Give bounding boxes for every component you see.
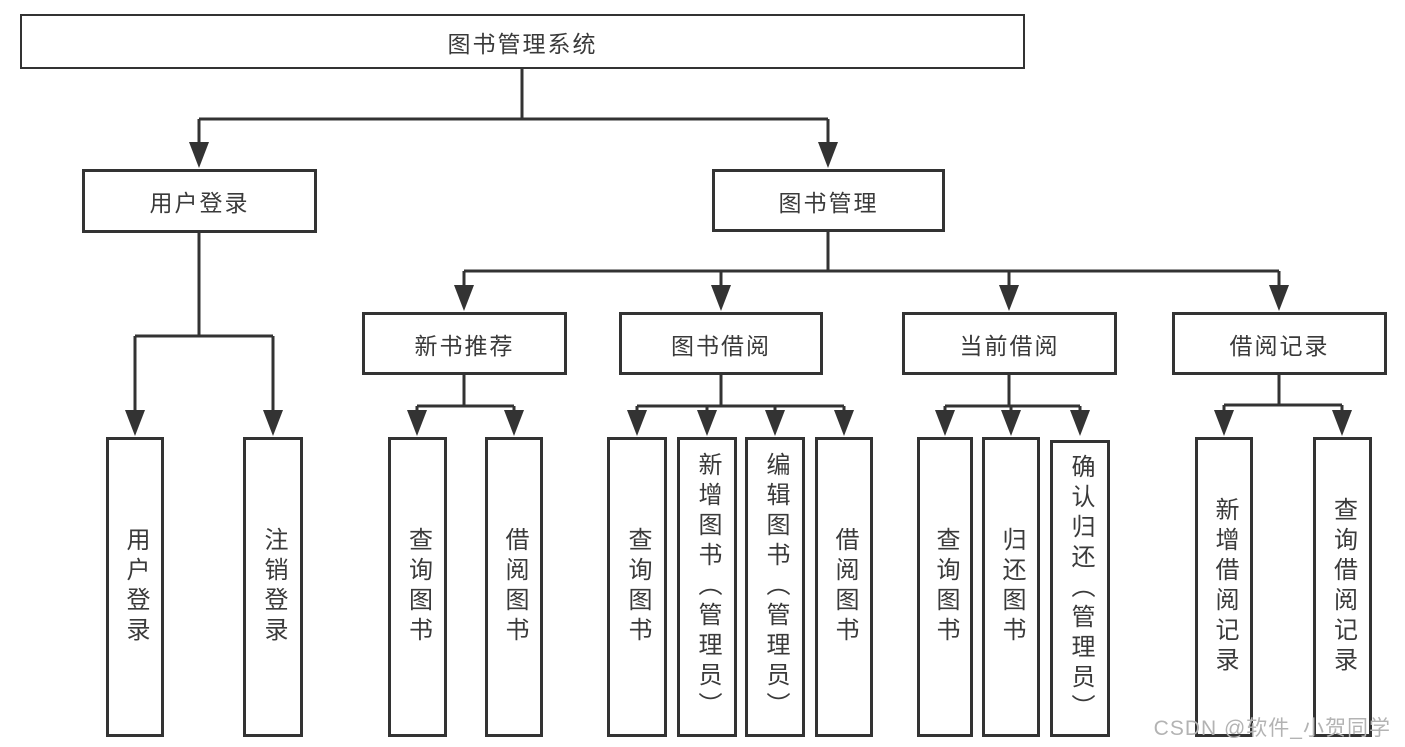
node-library-management-system: 图书管理系统	[20, 14, 1025, 69]
node-label: 当前借阅	[959, 332, 1060, 359]
arrowheads-book-borrow-children	[627, 410, 854, 436]
leaf-query-books-recommend: 查询图书	[388, 437, 447, 737]
connector-borrow-records-children	[1222, 375, 1344, 414]
arrowheads-borrow-records-children	[1214, 410, 1352, 436]
arrowheads-current-borrow-children	[935, 410, 1090, 436]
node-label: 注销登录	[260, 527, 287, 647]
connector-book-borrow-children	[635, 375, 846, 414]
connector-user-login-children	[133, 233, 275, 414]
node-label: 归还图书	[998, 527, 1025, 647]
node-label: 新书推荐	[414, 332, 515, 359]
node-label: 用户登录	[149, 190, 250, 216]
leaf-add-books-admin: 新增图书（管理员）	[677, 437, 737, 737]
node-label: 查询图书	[932, 527, 959, 647]
leaf-borrow-books: 借阅图书	[815, 437, 873, 737]
node-label: 新增借阅记录	[1211, 497, 1238, 677]
node-label: 编辑图书（管理员）	[762, 452, 789, 722]
arrowheads-new-books-children	[407, 410, 524, 436]
leaf-edit-books-admin: 编辑图书（管理员）	[745, 437, 805, 737]
leaf-query-books-borrow: 查询图书	[607, 437, 667, 737]
leaf-borrow-books-recommend: 借阅图书	[485, 437, 543, 737]
node-label: 查询图书	[624, 527, 651, 647]
node-new-book-recommend: 新书推荐	[362, 312, 567, 375]
arrowheads-user-login-children	[125, 410, 283, 436]
connector-book-mgmt-to-level3	[462, 232, 1281, 289]
node-label: 用户登录	[122, 527, 149, 647]
csdn-watermark: CSDN @软件_小贺同学	[1153, 717, 1391, 740]
node-user-login: 用户登录	[82, 169, 317, 233]
node-borrow-records: 借阅记录	[1172, 312, 1387, 375]
connector-root-to-level2	[197, 68, 830, 146]
node-label: 图书借阅	[671, 332, 771, 359]
node-label: 图书管理	[778, 189, 879, 216]
node-label: 借阅图书	[831, 527, 858, 647]
node-label: 新增图书（管理员）	[694, 452, 721, 722]
connector-current-borrow-children	[943, 375, 1082, 414]
leaf-user-login: 用户登录	[106, 437, 164, 737]
node-label: 查询图书	[404, 527, 432, 647]
node-label: 借阅图书	[501, 527, 528, 647]
node-label: 借阅记录	[1229, 332, 1330, 359]
node-book-management: 图书管理	[712, 169, 945, 232]
node-label: 图书管理系统	[447, 30, 598, 57]
leaf-return-books: 归还图书	[982, 437, 1040, 737]
node-book-borrowing: 图书借阅	[619, 312, 823, 375]
node-current-borrowing: 当前借阅	[902, 312, 1117, 375]
node-label: 查询借阅记录	[1329, 497, 1357, 677]
node-label: 确认归还（管理员）	[1067, 453, 1094, 724]
leaf-query-borrow-record: 查询借阅记录	[1313, 437, 1372, 737]
leaf-logout: 注销登录	[243, 437, 303, 737]
arrowheads-level2	[189, 142, 838, 168]
leaf-query-books-current: 查询图书	[917, 437, 973, 737]
leaf-confirm-return-admin: 确认归还（管理员）	[1050, 440, 1110, 737]
connector-new-books-children	[415, 375, 516, 414]
leaf-add-borrow-record: 新增借阅记录	[1195, 437, 1253, 737]
arrowheads-level3	[454, 285, 1289, 311]
